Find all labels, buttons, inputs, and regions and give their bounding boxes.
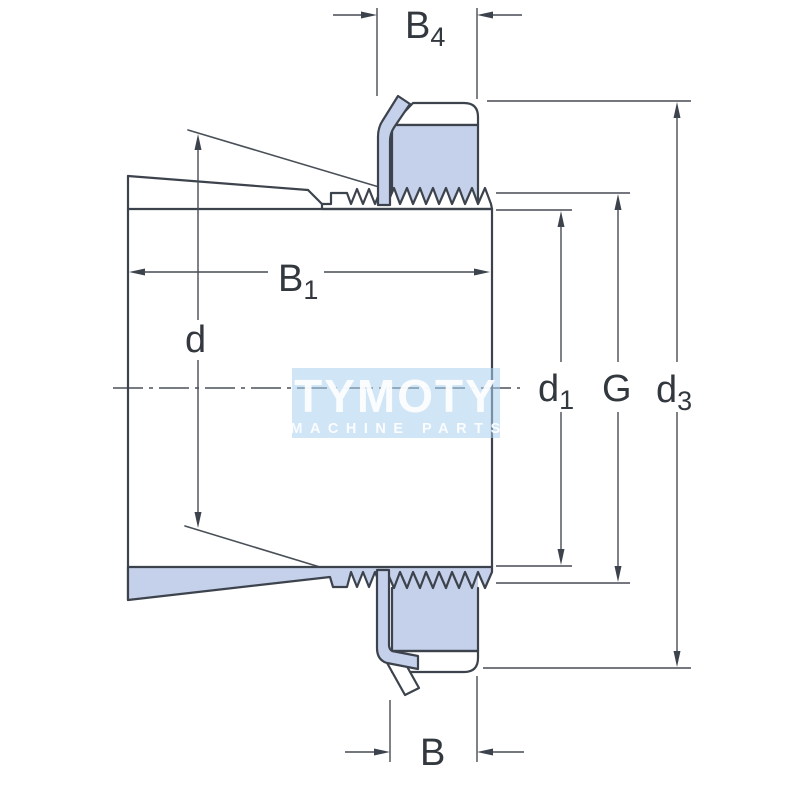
dim-label-b1: B1 [278,258,318,305]
sleeve-section-bottom [126,565,494,602]
sleeve-slit [306,188,324,206]
dim-label-d: d [185,319,206,361]
dimension-g: G [496,192,632,584]
sleeve-taper-top [126,174,310,192]
dim-label-b: B [420,732,445,774]
lock-nut-top [390,101,480,204]
dimension-b1: B1 [129,258,490,305]
dim-label-d3: d3 [656,369,692,416]
watermark: TYMOTY MACHINE PARTS [290,368,507,438]
dimension-b4: B4 [333,5,522,99]
watermark-background [292,368,500,438]
dim-label-g: G [602,368,632,410]
dim-label-b4: B4 [405,5,445,52]
watermark-subtitle: MACHINE PARTS [290,421,507,437]
dim-label-d1: d1 [538,368,574,415]
taper-ref-line-bottom [184,525,334,572]
taper-ref-line-top [187,129,380,188]
watermark-title: TYMOTY [294,370,498,422]
lock-washer-top [376,94,412,207]
dimension-d: d [185,134,206,528]
dimension-b: B [345,676,524,774]
lock-washer-bottom [375,568,420,671]
dimension-d3: d3 [483,100,692,669]
nut-top-cap [390,101,480,127]
dimension-d1: d1 [496,209,574,567]
thread-top [320,186,494,211]
